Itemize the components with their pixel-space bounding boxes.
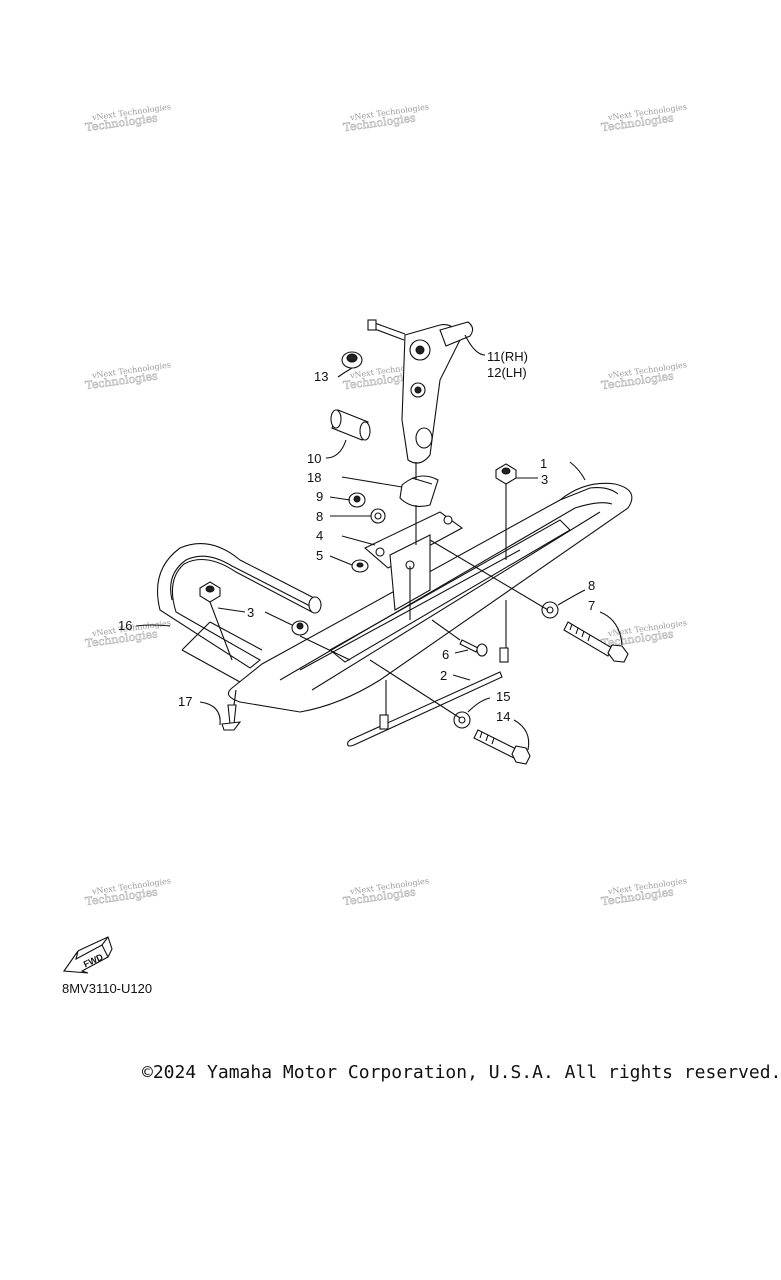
nut-3-mid [291, 620, 309, 636]
callout-13: 13 [314, 369, 328, 384]
callout-3-left: 3 [247, 605, 254, 620]
ski-body [227, 482, 633, 713]
leader-lines [135, 334, 623, 751]
callout-12: 12(LH) [487, 365, 527, 380]
washer-8-right [541, 601, 559, 619]
collar-10 [330, 409, 371, 441]
callout-11: 11(RH) [487, 349, 528, 364]
callout-15: 15 [496, 689, 510, 704]
callout-7: 7 [588, 598, 595, 613]
callout-4: 4 [316, 528, 323, 543]
callout-6: 6 [442, 647, 449, 662]
assembly-lines [209, 462, 549, 719]
nut-13 [341, 351, 363, 369]
callout-18: 18 [307, 470, 321, 485]
nut-3-left [199, 581, 221, 603]
diagram-code: 8MV3110-U120 [62, 981, 153, 996]
callout-2: 2 [440, 668, 447, 683]
callout-8-right: 8 [588, 578, 595, 593]
washer-8-upper [370, 508, 386, 524]
ski-loop-handle [156, 543, 322, 669]
fwd-arrow-icon: FWD [63, 936, 113, 974]
callout-3-top: 3 [541, 472, 548, 487]
bolt-14 [473, 729, 531, 765]
nut-5 [351, 559, 369, 573]
washer-15 [453, 711, 471, 729]
spindle-bracket [367, 319, 474, 464]
callout-14: 14 [496, 709, 510, 724]
screw-6 [459, 639, 488, 657]
wear-bar-2 [347, 647, 509, 747]
nut-9 [348, 492, 366, 508]
callout-1: 1 [540, 456, 547, 471]
callout-10: 10 [307, 451, 321, 466]
damper-18 [399, 475, 439, 507]
callout-17: 17 [178, 694, 192, 709]
callout-16: 16 [118, 618, 132, 633]
bolt-7 [563, 621, 629, 663]
screw-17 [221, 704, 242, 731]
callout-labels: 1 2 3 3 4 5 6 7 8 8 9 10 11(RH) 12(LH) 1… [118, 349, 595, 724]
callout-5: 5 [316, 548, 323, 563]
copyright-notice: ©2024 Yamaha Motor Corporation, U.S.A. A… [142, 1062, 781, 1083]
nut-3-top [495, 463, 517, 485]
callout-9: 9 [316, 489, 323, 504]
callout-8-upper: 8 [316, 509, 323, 524]
